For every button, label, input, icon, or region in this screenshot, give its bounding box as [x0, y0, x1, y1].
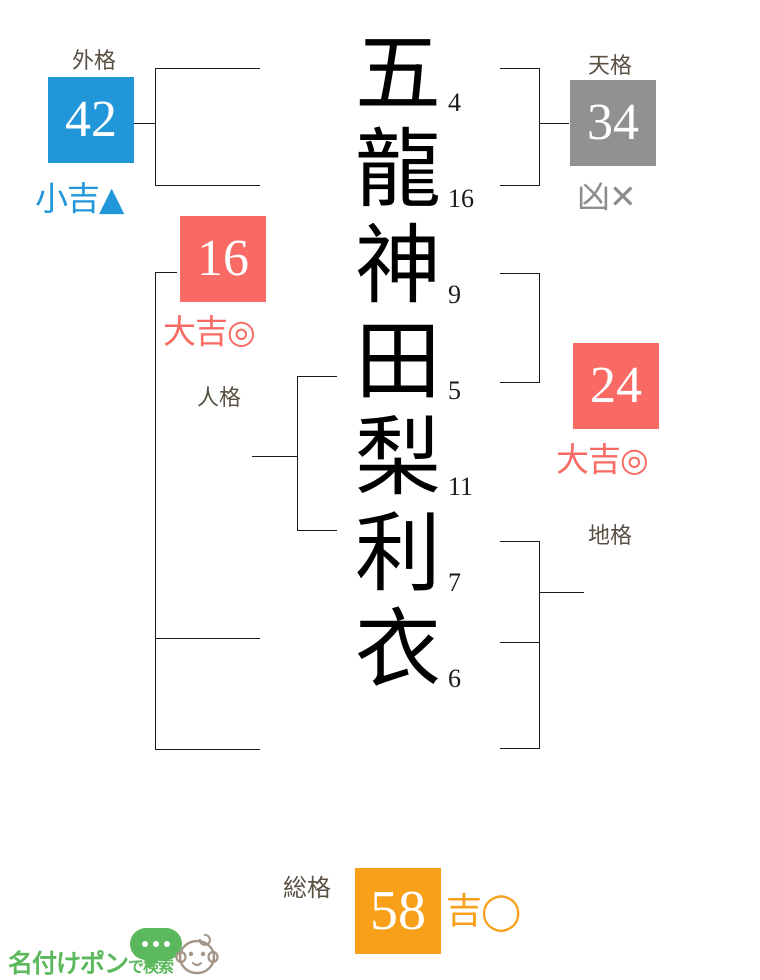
soukaku-verdict: 吉◯ — [446, 891, 521, 932]
jinkaku-label: 人格 — [197, 386, 242, 411]
jinkaku-bracket-vertical — [297, 376, 298, 531]
chikaku-bracket-top-arm — [500, 541, 540, 542]
kanji-char: 五 — [355, 24, 441, 124]
dot — [142, 941, 148, 947]
kanji-row: 神 9 — [352, 220, 502, 316]
soukaku-value-box: 58 — [355, 868, 441, 954]
stroke-count: 11 — [448, 472, 474, 501]
stroke-count: 16 — [448, 184, 474, 213]
tenkaku-value-box: 34 — [570, 80, 656, 166]
chikaku-upper-value-box: 24 — [573, 343, 659, 429]
kanji-char: 神 — [355, 216, 441, 316]
name-kanji-column: 五 4 龍 16 神 9 田 5 梨 11 利 7 衣 6 — [352, 28, 474, 700]
kanji-row: 龍 16 — [352, 124, 502, 220]
stroke-count: 5 — [448, 376, 461, 405]
stroke-count: 6 — [448, 664, 461, 693]
stroke-count: 4 — [448, 88, 461, 117]
tenkaku-label: 天格 — [588, 54, 633, 79]
kanji-char: 利 — [355, 504, 441, 604]
jinkaku-bracket-top-arm — [297, 376, 337, 377]
kanji-char: 龍 — [355, 120, 441, 220]
jinkaku-connector — [252, 456, 298, 457]
soukaku-label: 総格 — [283, 874, 331, 902]
chikaku-upper-verdict: 大吉◎ — [556, 440, 649, 479]
kanji-char: 田 — [355, 312, 441, 412]
kanji-row: 梨 11 — [352, 412, 502, 508]
baby-face-icon — [175, 933, 219, 975]
kanji-row: 衣 6 — [352, 604, 502, 700]
stroke-count: 7 — [448, 568, 461, 597]
kanji-row: 利 7 — [352, 508, 502, 604]
gaikaku-bracket-upper-vertical — [155, 68, 156, 186]
tenkaku-bracket-top-arm — [500, 68, 540, 69]
speech-bubble-icon — [130, 928, 182, 969]
chikaku-bracket-vertical — [539, 541, 540, 749]
gaikaku-value-box: 42 — [48, 77, 134, 163]
site-watermark-logo: 名付けポンで検索 — [8, 926, 223, 980]
chikaku-bracket-mid-arm — [500, 642, 540, 643]
chuukaku-bracket-bottom-arm — [500, 382, 540, 383]
kanji-char: 梨 — [355, 408, 441, 508]
dot — [164, 941, 170, 947]
gaikaku-bracket-top-arm — [155, 68, 260, 69]
tenkaku-verdict: 凶✕ — [577, 177, 637, 216]
watermark-text-main: 名付けポン — [8, 949, 129, 978]
stroke-count: 9 — [448, 280, 461, 309]
gaikaku-label: 外格 — [72, 49, 117, 74]
gaikaku-verdict: 小吉▲ — [35, 179, 124, 218]
kanji-row: 田 5 — [352, 316, 502, 412]
tenkaku-bracket-bottom-arm — [500, 185, 540, 186]
tenkaku-connector-to-box — [539, 123, 569, 124]
kanji-char: 衣 — [355, 600, 441, 700]
chuukaku-bracket-top-arm — [500, 273, 540, 274]
jinkaku-bracket-bottom-arm — [297, 530, 337, 531]
kanji-row: 五 4 — [352, 28, 502, 124]
chuukaku-bracket-vertical — [539, 273, 540, 383]
gaikaku-bracket-lower-bottom-arm — [155, 749, 260, 750]
jinkaku-value-box: 16 — [180, 216, 266, 302]
gaikaku-connector-to-box — [134, 123, 156, 124]
chikaku-connector — [539, 592, 584, 593]
gaikaku-bracket-lower-mid-arm — [155, 638, 260, 639]
tenkaku-bracket-vertical — [539, 68, 540, 186]
jinkaku-verdict: 大吉◎ — [163, 312, 256, 351]
gaikaku-bracket-lower-top-arm — [155, 272, 177, 273]
chikaku-label: 地格 — [588, 524, 633, 549]
gaikaku-bracket-lower-vertical — [155, 272, 156, 750]
chikaku-bracket-bottom-arm — [500, 748, 540, 749]
dot — [153, 941, 159, 947]
ellipsis-dots — [130, 928, 182, 960]
gaikaku-bracket-mid-arm — [155, 185, 260, 186]
